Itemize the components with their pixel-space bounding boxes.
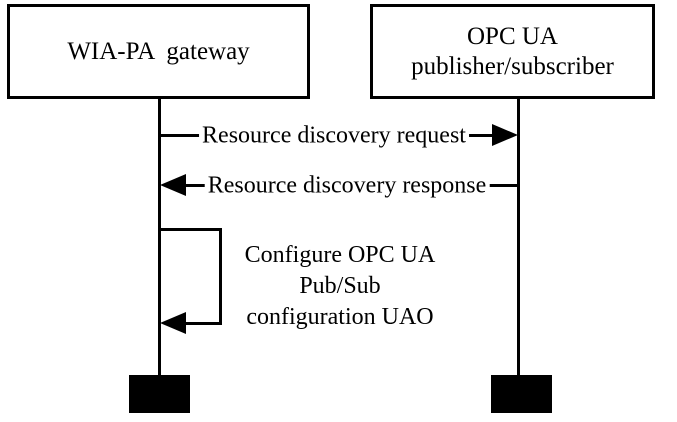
self-message-arrowhead-left-icon [160,312,186,334]
arrowhead-left-icon [160,174,186,196]
message-response-label: Resource discovery response [204,172,490,200]
actor-label-opc-ua-line2: publisher/subscriber [411,52,614,80]
terminator-box-opc-ua [491,375,552,413]
actor-label-opc-ua-line1: OPC UA [467,22,558,50]
self-message-label: Configure OPC UA Pub/Sub configuration U… [228,240,452,333]
self-message-label-line3: configuration UAO [246,304,434,330]
self-message-loop-top-line [159,228,222,231]
lifeline-opc-ua [517,99,520,376]
self-message-loop-bottom-line [186,322,222,325]
actor-label-wia-pa-gateway: WIA-PA gateway [67,37,250,65]
self-message-label-line2: Pub/Sub [299,273,381,299]
terminator-box-wia-pa-gateway [129,375,190,413]
arrowhead-right-icon [492,124,518,146]
actor-box-opc-ua-publisher-subscriber: OPC UA publisher/subscriber [370,4,655,99]
message-request-label: Resource discovery request [199,122,469,150]
self-message-label-line1: Configure OPC UA [244,242,436,268]
actor-box-wia-pa-gateway: WIA-PA gateway [7,4,310,99]
self-message-loop-right-line [219,228,222,325]
lifeline-wia-pa-gateway [158,99,161,376]
